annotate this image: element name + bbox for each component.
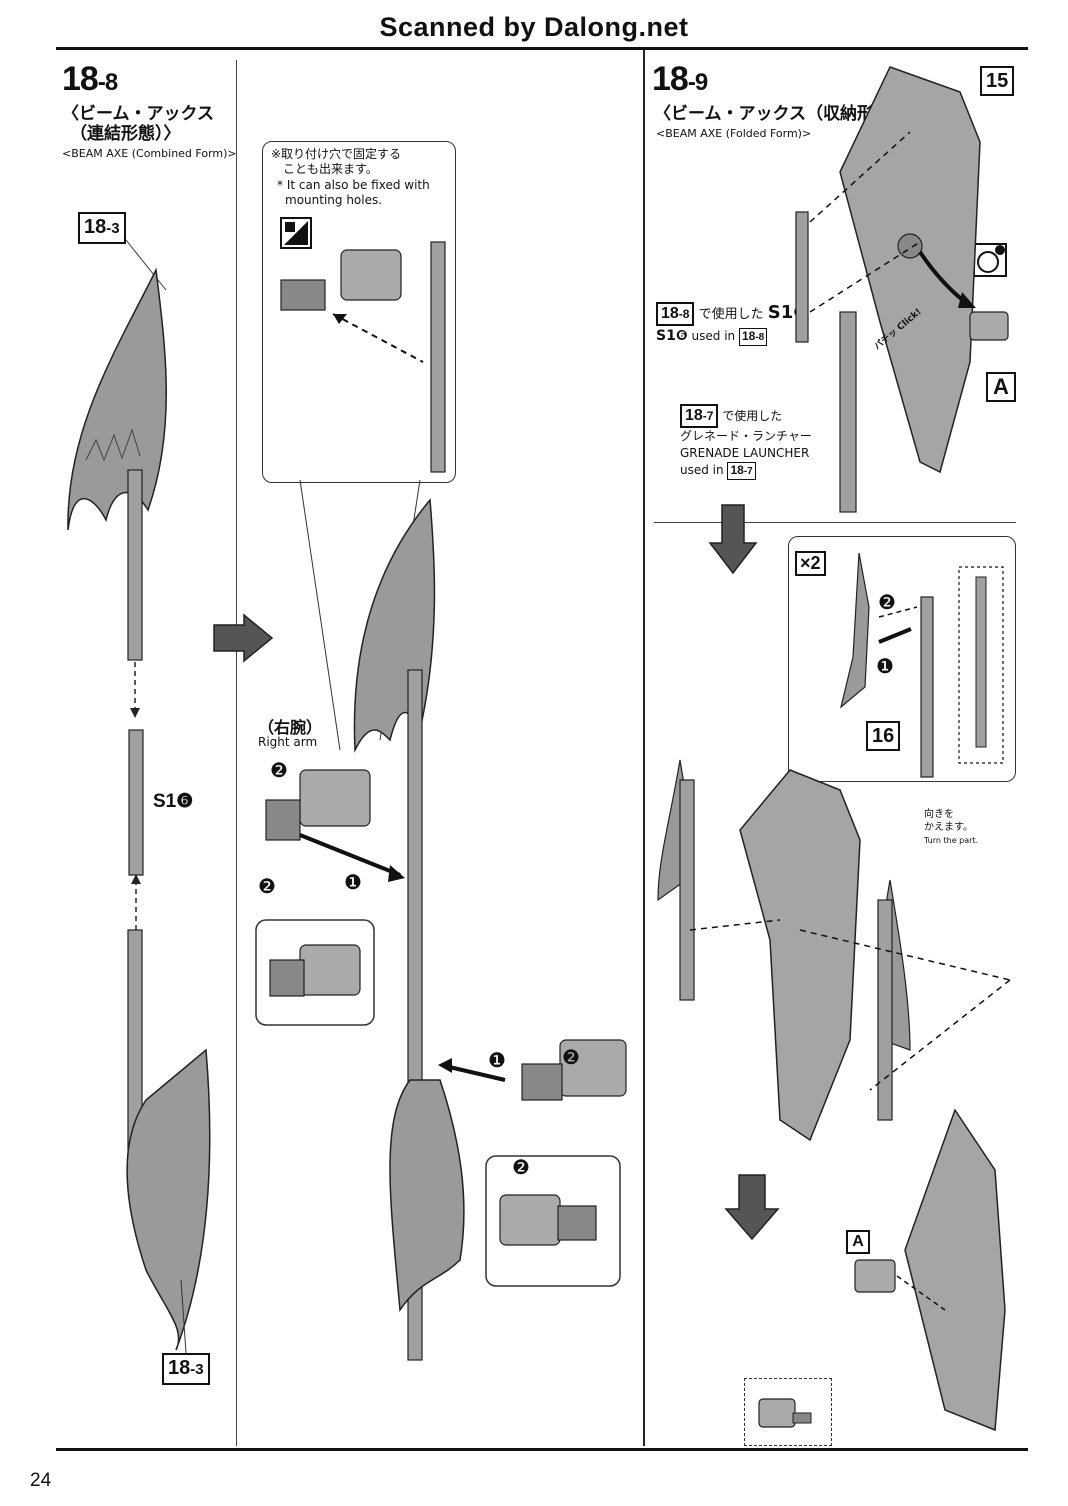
callout-en-line2: mounting holes. xyxy=(285,193,383,207)
grenade-jp-line1: で使用した xyxy=(722,409,783,423)
ref-main: 18 xyxy=(84,216,107,238)
step-18-9-title-jp: 〈ビーム・アックス（収納形態）〉 xyxy=(654,104,917,124)
part-letter-a: A xyxy=(986,372,1016,402)
flow-arrow-down-1 xyxy=(708,504,758,575)
grenade-en-line1: GRENADE LAUNCHER xyxy=(680,446,810,460)
part-letter-a-bottom: A xyxy=(846,1230,870,1254)
hand-mount-diagram xyxy=(280,241,446,473)
turn-en: Turn the part. xyxy=(924,836,979,845)
callout-en: * It can also be fixed with mounting hol… xyxy=(277,178,430,208)
column-divider-2 xyxy=(643,50,645,1446)
step-18-8-number: 18-8 xyxy=(62,60,118,99)
clip-detail-icon xyxy=(758,1398,812,1428)
ref-main: 18 xyxy=(661,305,679,322)
ref-box-18-3-top: 18-3 xyxy=(78,212,126,244)
callout-jp: ※取り付け穴で固定する ことも出来ます。 xyxy=(271,147,401,177)
right-arm-jp: （右腕） xyxy=(258,718,323,737)
s16-note-en: S1❻ used in 18-8 xyxy=(656,328,768,346)
s16-jp-text: で使用した xyxy=(698,307,764,322)
ref-box-18-7-inline: 18-7 xyxy=(680,404,719,428)
step-18-9-title-en: <BEAM AXE (Folded Form)> xyxy=(656,127,812,140)
ref-main: 18 xyxy=(730,463,744,477)
callout-jp-line1: ※取り付け穴で固定する xyxy=(271,147,402,161)
callout-en-line1: * It can also be fixed with xyxy=(277,178,430,192)
title-jp-line1: 〈ビーム・アックス xyxy=(62,104,214,124)
ref-main: 18 xyxy=(741,329,756,343)
callout-jp-line2: ことも出来ます。 xyxy=(283,162,378,176)
grenade-en-line2: used in xyxy=(680,463,724,477)
tool-icon-circle xyxy=(973,243,1007,277)
top-rule xyxy=(56,47,1028,50)
mark-one-lower: ❶ xyxy=(488,1048,506,1072)
beam-axe-assembled-with-hands xyxy=(255,479,627,1361)
ref-sub: -8 xyxy=(755,332,765,343)
step-number-main: 18 xyxy=(652,60,689,98)
shield-storage-diagram xyxy=(795,66,1009,513)
flow-arrow-down-2 xyxy=(724,1174,780,1241)
ref-box-18-8-inline: 18-8 xyxy=(656,302,695,326)
ref-main: 18 xyxy=(685,407,703,424)
mark-two-left-hand-bottom: ❷ xyxy=(512,1155,530,1179)
tool-icon xyxy=(280,217,312,249)
ref-sub: -7 xyxy=(702,409,714,423)
ref-sub: -3 xyxy=(190,1361,204,1378)
ref-sub: -3 xyxy=(106,220,120,237)
detail-inset xyxy=(744,1378,832,1446)
ref-box-18-7-inline-en: 18-7 xyxy=(727,462,756,480)
ref-sub: -8 xyxy=(678,307,690,321)
grenade-jp-line2: グレネード・ランチャー xyxy=(680,429,812,443)
attach-x2-callout: ×2 xyxy=(788,536,1016,782)
mark-two-upper: ❷ xyxy=(270,758,288,782)
mark-two-lower: ❷ xyxy=(258,874,276,898)
mark-two-16: ❷ xyxy=(878,590,896,614)
step-18-8-title-jp: 〈ビーム・アックス （連結形態）〉 xyxy=(62,104,214,144)
beam-axe-parts-exploded xyxy=(67,239,211,1354)
turn-jp-line1: 向きを xyxy=(924,809,954,820)
page-number: 24 xyxy=(30,1470,52,1491)
multiplier-badge: ×2 xyxy=(795,551,826,576)
flow-arrow-right xyxy=(213,613,274,663)
page-header: Scanned by Dalong.net xyxy=(379,12,689,42)
bottom-rule xyxy=(56,1448,1028,1451)
folded-axe-final-diagram xyxy=(854,1108,1006,1432)
shield-with-blades-diagram xyxy=(657,759,1011,1142)
ref-main: 18 xyxy=(168,1357,191,1379)
s16-en-text: used in xyxy=(691,329,736,343)
step-18-8-title-en: <BEAM AXE (Combined Form)> xyxy=(62,147,237,160)
title-jp-line2: （連結形態）〉 xyxy=(70,124,181,144)
ref-box-18-8-inline-en: 18-8 xyxy=(738,328,768,346)
blade-attach-diagram xyxy=(839,552,1004,778)
ref-box-15: 15 xyxy=(980,66,1015,96)
mounting-holes-callout: ※取り付け穴で固定する ことも出来ます。 * It can also be fi… xyxy=(262,141,456,483)
step-18-9-number: 18-9 xyxy=(652,60,708,99)
column-divider-1 xyxy=(236,60,237,1446)
mark-two-left-hand-top: ❷ xyxy=(562,1045,580,1069)
part-label-s16: S1❻ xyxy=(153,791,194,812)
mark-one-upper: ❶ xyxy=(344,870,362,894)
turn-part-note: 向きを かえます。 Turn the part. xyxy=(924,808,978,847)
step-number-sub: -8 xyxy=(97,69,118,96)
ref-box-18-3-bottom: 18-3 xyxy=(162,1353,210,1385)
ref-box-16: 16 xyxy=(866,721,901,751)
right-arm-en: Right arm xyxy=(258,735,318,749)
turn-jp-line2: かえます。 xyxy=(924,822,973,833)
step-18-9-divider xyxy=(654,522,1016,523)
step-number-sub: -9 xyxy=(687,69,708,96)
step-number-main: 18 xyxy=(62,60,99,98)
grenade-note: 18-7 で使用した グレネード・ランチャー GRENADE LAUNCHER … xyxy=(680,404,812,480)
s16-note-jp: 18-8 で使用した S1❻ xyxy=(656,302,809,326)
ref-sub: -7 xyxy=(743,466,753,477)
mark-one-16: ❶ xyxy=(876,654,894,678)
s16-en-part: S1❻ xyxy=(656,328,688,344)
